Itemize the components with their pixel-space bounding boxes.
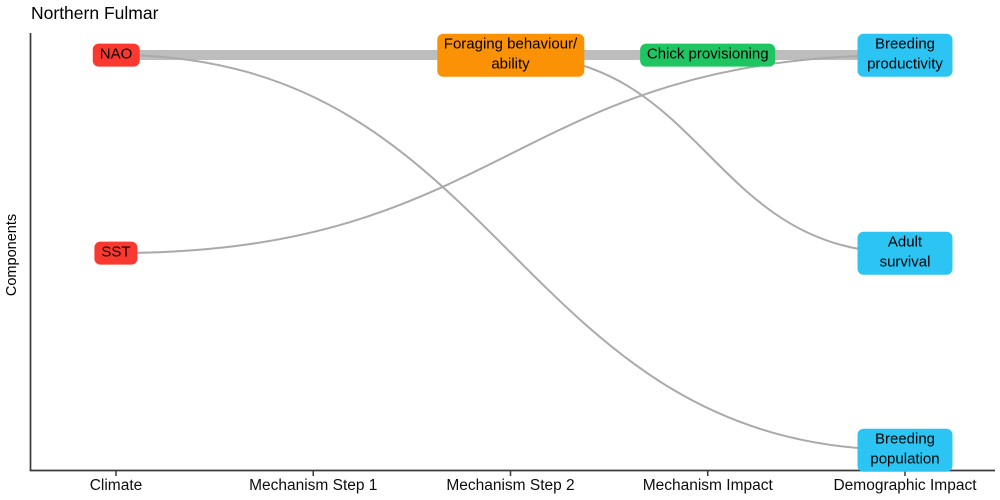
edge-foraging-to-adult-survival xyxy=(510,54,906,254)
edges-group xyxy=(115,50,906,451)
edge-sst-to-breeding-productivity xyxy=(115,54,906,254)
chart-title: Northern Fulmar xyxy=(31,3,159,23)
edge-nao-to-breeding-population xyxy=(115,54,906,451)
x-ticks-group xyxy=(115,470,906,476)
